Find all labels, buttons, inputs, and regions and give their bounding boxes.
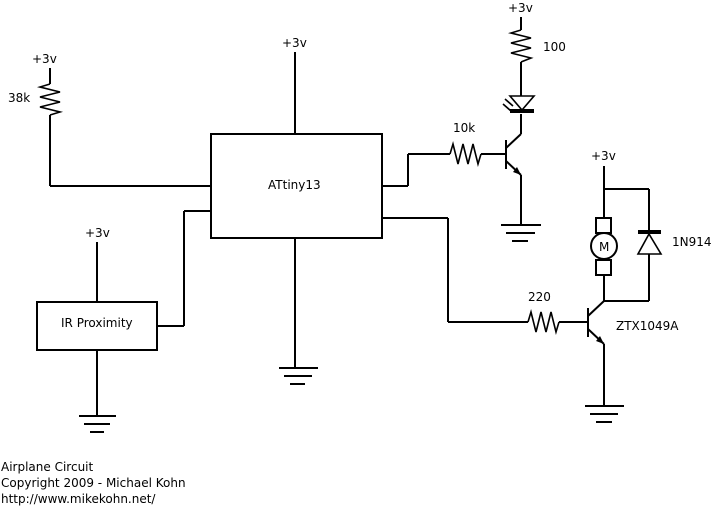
ground-symbol-mcu xyxy=(279,367,318,385)
motor-base-resistor-label: 220 xyxy=(528,290,551,304)
flyback-diode: 1N914 xyxy=(604,188,712,302)
led-resistor-100: +3v 100 xyxy=(507,1,566,96)
transistor-label: ZTX1049A xyxy=(616,319,679,333)
ground-symbol-motor xyxy=(585,405,624,423)
led-diode xyxy=(502,95,536,113)
ground-symbol-ir xyxy=(79,415,116,433)
ir-label: IR Proximity xyxy=(61,316,133,330)
motor-top-terminal xyxy=(595,217,612,234)
pullup-resistor-label: 38k xyxy=(8,91,30,105)
base-resistor-label: 10k xyxy=(453,121,475,135)
led-resistor-label: 100 xyxy=(543,40,566,54)
supply-label-led: +3v xyxy=(508,1,533,15)
motor-driver: 220 ZTX1049A xyxy=(382,217,679,406)
led-driver: 10k xyxy=(382,114,522,225)
footer-title: Airplane Circuit xyxy=(1,460,94,474)
supply-label-motor: +3v xyxy=(591,149,616,163)
supply-label-ir: +3v xyxy=(85,226,110,240)
diode-label: 1N914 xyxy=(672,235,712,249)
supply-label-mcu: +3v xyxy=(282,36,307,50)
ground-symbol-led xyxy=(501,224,541,242)
mcu-label: ATtiny13 xyxy=(268,178,321,192)
motor: +3v M xyxy=(590,149,618,276)
footer-url[interactable]: http://www.mikekohn.net/ xyxy=(1,492,156,506)
motor-bottom-terminal xyxy=(595,259,612,276)
supply-label-pullup: +3v xyxy=(32,52,57,66)
mcu-box xyxy=(210,133,383,239)
footer-copyright: Copyright 2009 - Michael Kohn xyxy=(1,476,186,490)
pullup-resistor-38k: +3v 38k xyxy=(8,52,211,187)
attiny13-chip: +3v ATtiny13 xyxy=(210,36,383,368)
ir-proximity-sensor: +3v IR Proximity xyxy=(36,210,211,416)
motor-label: M xyxy=(599,240,609,254)
